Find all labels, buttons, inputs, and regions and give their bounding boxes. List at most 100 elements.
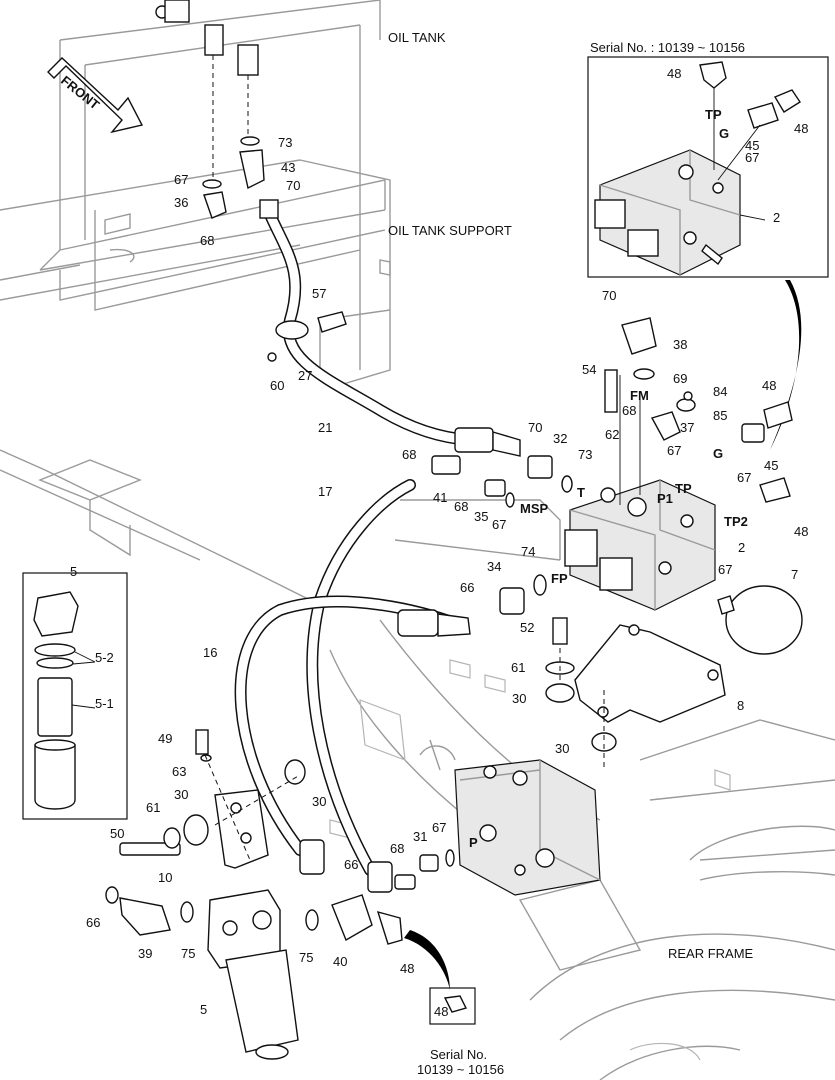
callout-c-40: 40 (333, 954, 347, 969)
filter-5 (207, 889, 299, 1060)
rear-frame-structure (0, 449, 835, 1080)
callout-c-57: 57 (312, 286, 326, 301)
callout-c-68b: 68 (622, 403, 636, 418)
callout-c-2a: 2 (773, 210, 780, 225)
bracket-10 (214, 789, 269, 869)
callout-c-32: 32 (553, 431, 567, 446)
serial-bottom-line1: Serial No. (430, 1047, 487, 1062)
front-arrow: FRONT (47, 57, 144, 134)
callout-c-50: 50 (110, 826, 124, 841)
oil-tank-frame (39, 0, 386, 311)
callout-c-67b: 67 (174, 172, 188, 187)
port-p-p: P (469, 835, 478, 850)
callout-c-39: 39 (138, 946, 152, 961)
callout-c-67e: 67 (492, 517, 506, 532)
callout-c-48e: 48 (400, 961, 414, 976)
callout-c-52: 52 (520, 620, 534, 635)
callout-c-2b: 2 (738, 540, 745, 555)
callout-c-5-2: 5-2 (95, 650, 114, 665)
callout-c-30b: 30 (555, 741, 569, 756)
callout-c-49: 49 (158, 731, 172, 746)
bracket-8 (574, 624, 726, 723)
callout-c-21: 21 (318, 420, 332, 435)
port-p-g-a: G (719, 126, 729, 141)
callout-c-73b: 73 (578, 447, 592, 462)
callout-c-10: 10 (158, 870, 172, 885)
callout-c-48c: 48 (762, 378, 776, 393)
main-control-valve (419, 739, 601, 896)
callout-c-66b: 66 (344, 857, 358, 872)
callout-c-37: 37 (680, 420, 694, 435)
filter-inset-box (22, 572, 128, 820)
callout-c-54: 54 (582, 362, 596, 377)
port-p-tp-b: TP (675, 481, 692, 496)
callout-c-17: 17 (318, 484, 332, 499)
callout-c-8: 8 (737, 698, 744, 713)
callout-c-70a: 70 (286, 178, 300, 193)
callout-c-31: 31 (413, 829, 427, 844)
callout-c-7: 7 (791, 567, 798, 582)
callout-c-68e: 68 (390, 841, 404, 856)
callout-c-67a: 67 (745, 150, 759, 165)
callout-c-60: 60 (270, 378, 284, 393)
callout-c-27: 27 (298, 368, 312, 383)
valve-block-2 (564, 375, 716, 611)
fittings-upper (267, 311, 793, 615)
port-p-p1: P1 (657, 491, 673, 506)
callout-c-45b: 45 (764, 458, 778, 473)
callout-c-63: 63 (172, 764, 186, 779)
serial-inset-box: Serial No. : 10139 ~ 10156 (587, 40, 829, 450)
oil-tank-support-label: OIL TANK SUPPORT (388, 223, 512, 238)
callout-c-61b: 61 (146, 800, 160, 815)
port-p-g-b: G (713, 446, 723, 461)
callout-c-41: 41 (433, 490, 447, 505)
callout-c-48b: 48 (794, 121, 808, 136)
callout-c-30c: 30 (174, 787, 188, 802)
callout-c-5-1: 5-1 (95, 696, 114, 711)
callout-c-75b: 75 (299, 950, 313, 965)
rear-frame-label: REAR FRAME (668, 946, 754, 961)
callout-c-70b: 70 (602, 288, 616, 303)
callout-c-43: 43 (281, 160, 295, 175)
hose-17 (306, 479, 416, 876)
callout-c-48a: 48 (667, 66, 681, 81)
mount-hardware (545, 617, 617, 770)
callout-c-67f: 67 (718, 562, 732, 577)
oil-tank-label: OIL TANK (388, 30, 446, 45)
callout-c-69: 69 (673, 371, 687, 386)
port-p-fp: FP (551, 571, 568, 586)
callout-c-5a: 5 (200, 1002, 207, 1017)
callout-c-73a: 73 (278, 135, 292, 150)
callout-c-48f: 48 (434, 1004, 448, 1019)
hose-16 (234, 595, 471, 893)
callout-c-34: 34 (487, 559, 501, 574)
callout-c-84: 84 (713, 384, 727, 399)
callout-c-5b: 5 (70, 564, 77, 579)
callout-c-68c: 68 (402, 447, 416, 462)
callout-c-61a: 61 (511, 660, 525, 675)
callout-c-67g: 67 (432, 820, 446, 835)
callout-c-38: 38 (673, 337, 687, 352)
callout-c-68d: 68 (454, 499, 468, 514)
port-p-msp: MSP (520, 501, 549, 516)
callout-c-35: 35 (474, 509, 488, 524)
callout-c-30a: 30 (512, 691, 526, 706)
callout-c-68a: 68 (200, 233, 214, 248)
callout-c-36: 36 (174, 195, 188, 210)
callout-c-30d: 30 (312, 794, 326, 809)
callout-c-45a: 45 (745, 138, 759, 153)
callout-c-70c: 70 (528, 420, 542, 435)
serial-bottom-line2: 10139 ~ 10156 (417, 1062, 504, 1077)
serial-top-label: Serial No. : 10139 ~ 10156 (590, 40, 745, 55)
callout-c-66c: 66 (86, 915, 100, 930)
serial-bottom-box: Serial No. 10139 ~ 10156 (404, 930, 504, 1077)
port-p-t: T (577, 485, 585, 500)
fittings-lower (105, 729, 455, 945)
callout-c-62: 62 (605, 427, 619, 442)
hose-21 (262, 204, 521, 457)
fittings-tank (155, 0, 279, 219)
port-p-tp2: TP2 (724, 514, 748, 529)
